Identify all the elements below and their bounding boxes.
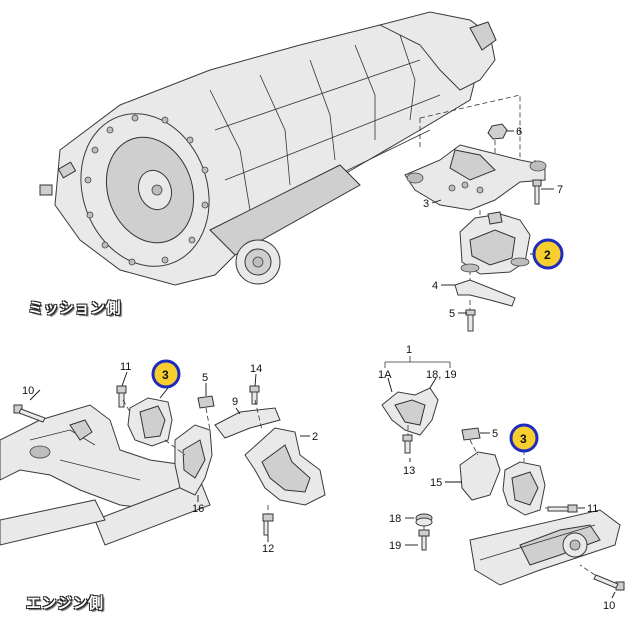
left-mount-assembly [0,371,326,546]
callout-left-11: 11 [120,361,131,373]
transmission-illustration [39,11,497,286]
left-callouts: 11 3 5 14 9 10 2 16 12 [22,359,318,555]
callout-left-14: 14 [250,363,262,375]
callout-left-5: 5 [202,372,208,384]
highlight-circle-left-3 [151,359,181,389]
callout-right-13: 13 [403,465,415,477]
highlight-circle-top-2 [532,238,564,270]
callout-right-1a: 1A [378,369,392,381]
callout-right-19: 19 [389,540,401,552]
top-callouts: 6 7 3 2 4 5 [423,126,564,320]
callout-left-16: 16 [192,503,204,515]
callout-top-5: 5 [449,308,455,320]
callout-left-3: 3 [162,368,169,382]
callout-top-2: 2 [544,248,551,262]
callout-right-18-19: 18, 19 [426,369,457,381]
callout-right-15: 15 [430,477,442,489]
callout-right-3: 3 [520,432,527,446]
top-mount-assembly [404,94,554,332]
right-callouts: 1 1A 18, 19 5 3 13 15 11 18 19 10 [378,344,615,612]
callout-top-6: 6 [516,126,522,138]
bell-bolt-holes [84,114,209,266]
callout-left-9: 9 [232,396,238,408]
callout-top-3: 3 [423,198,429,210]
callout-top-7: 7 [557,184,563,196]
callout-right-10: 10 [603,600,615,612]
callout-right-11: 11 [587,503,598,515]
callout-left-12: 12 [262,543,274,555]
callout-left-10: 10 [22,385,34,397]
highlight-circle-right-3 [509,423,539,453]
callout-top-4: 4 [432,280,438,292]
transmission-side-label: ミッション側 [28,299,122,317]
callout-right-1: 1 [406,344,412,356]
callout-right-5: 5 [492,428,498,440]
right-mount-assembly [381,356,625,599]
engine-side-label: エンジン側 [26,594,104,612]
callout-right-18: 18 [389,513,401,525]
callout-left-2: 2 [312,431,318,443]
